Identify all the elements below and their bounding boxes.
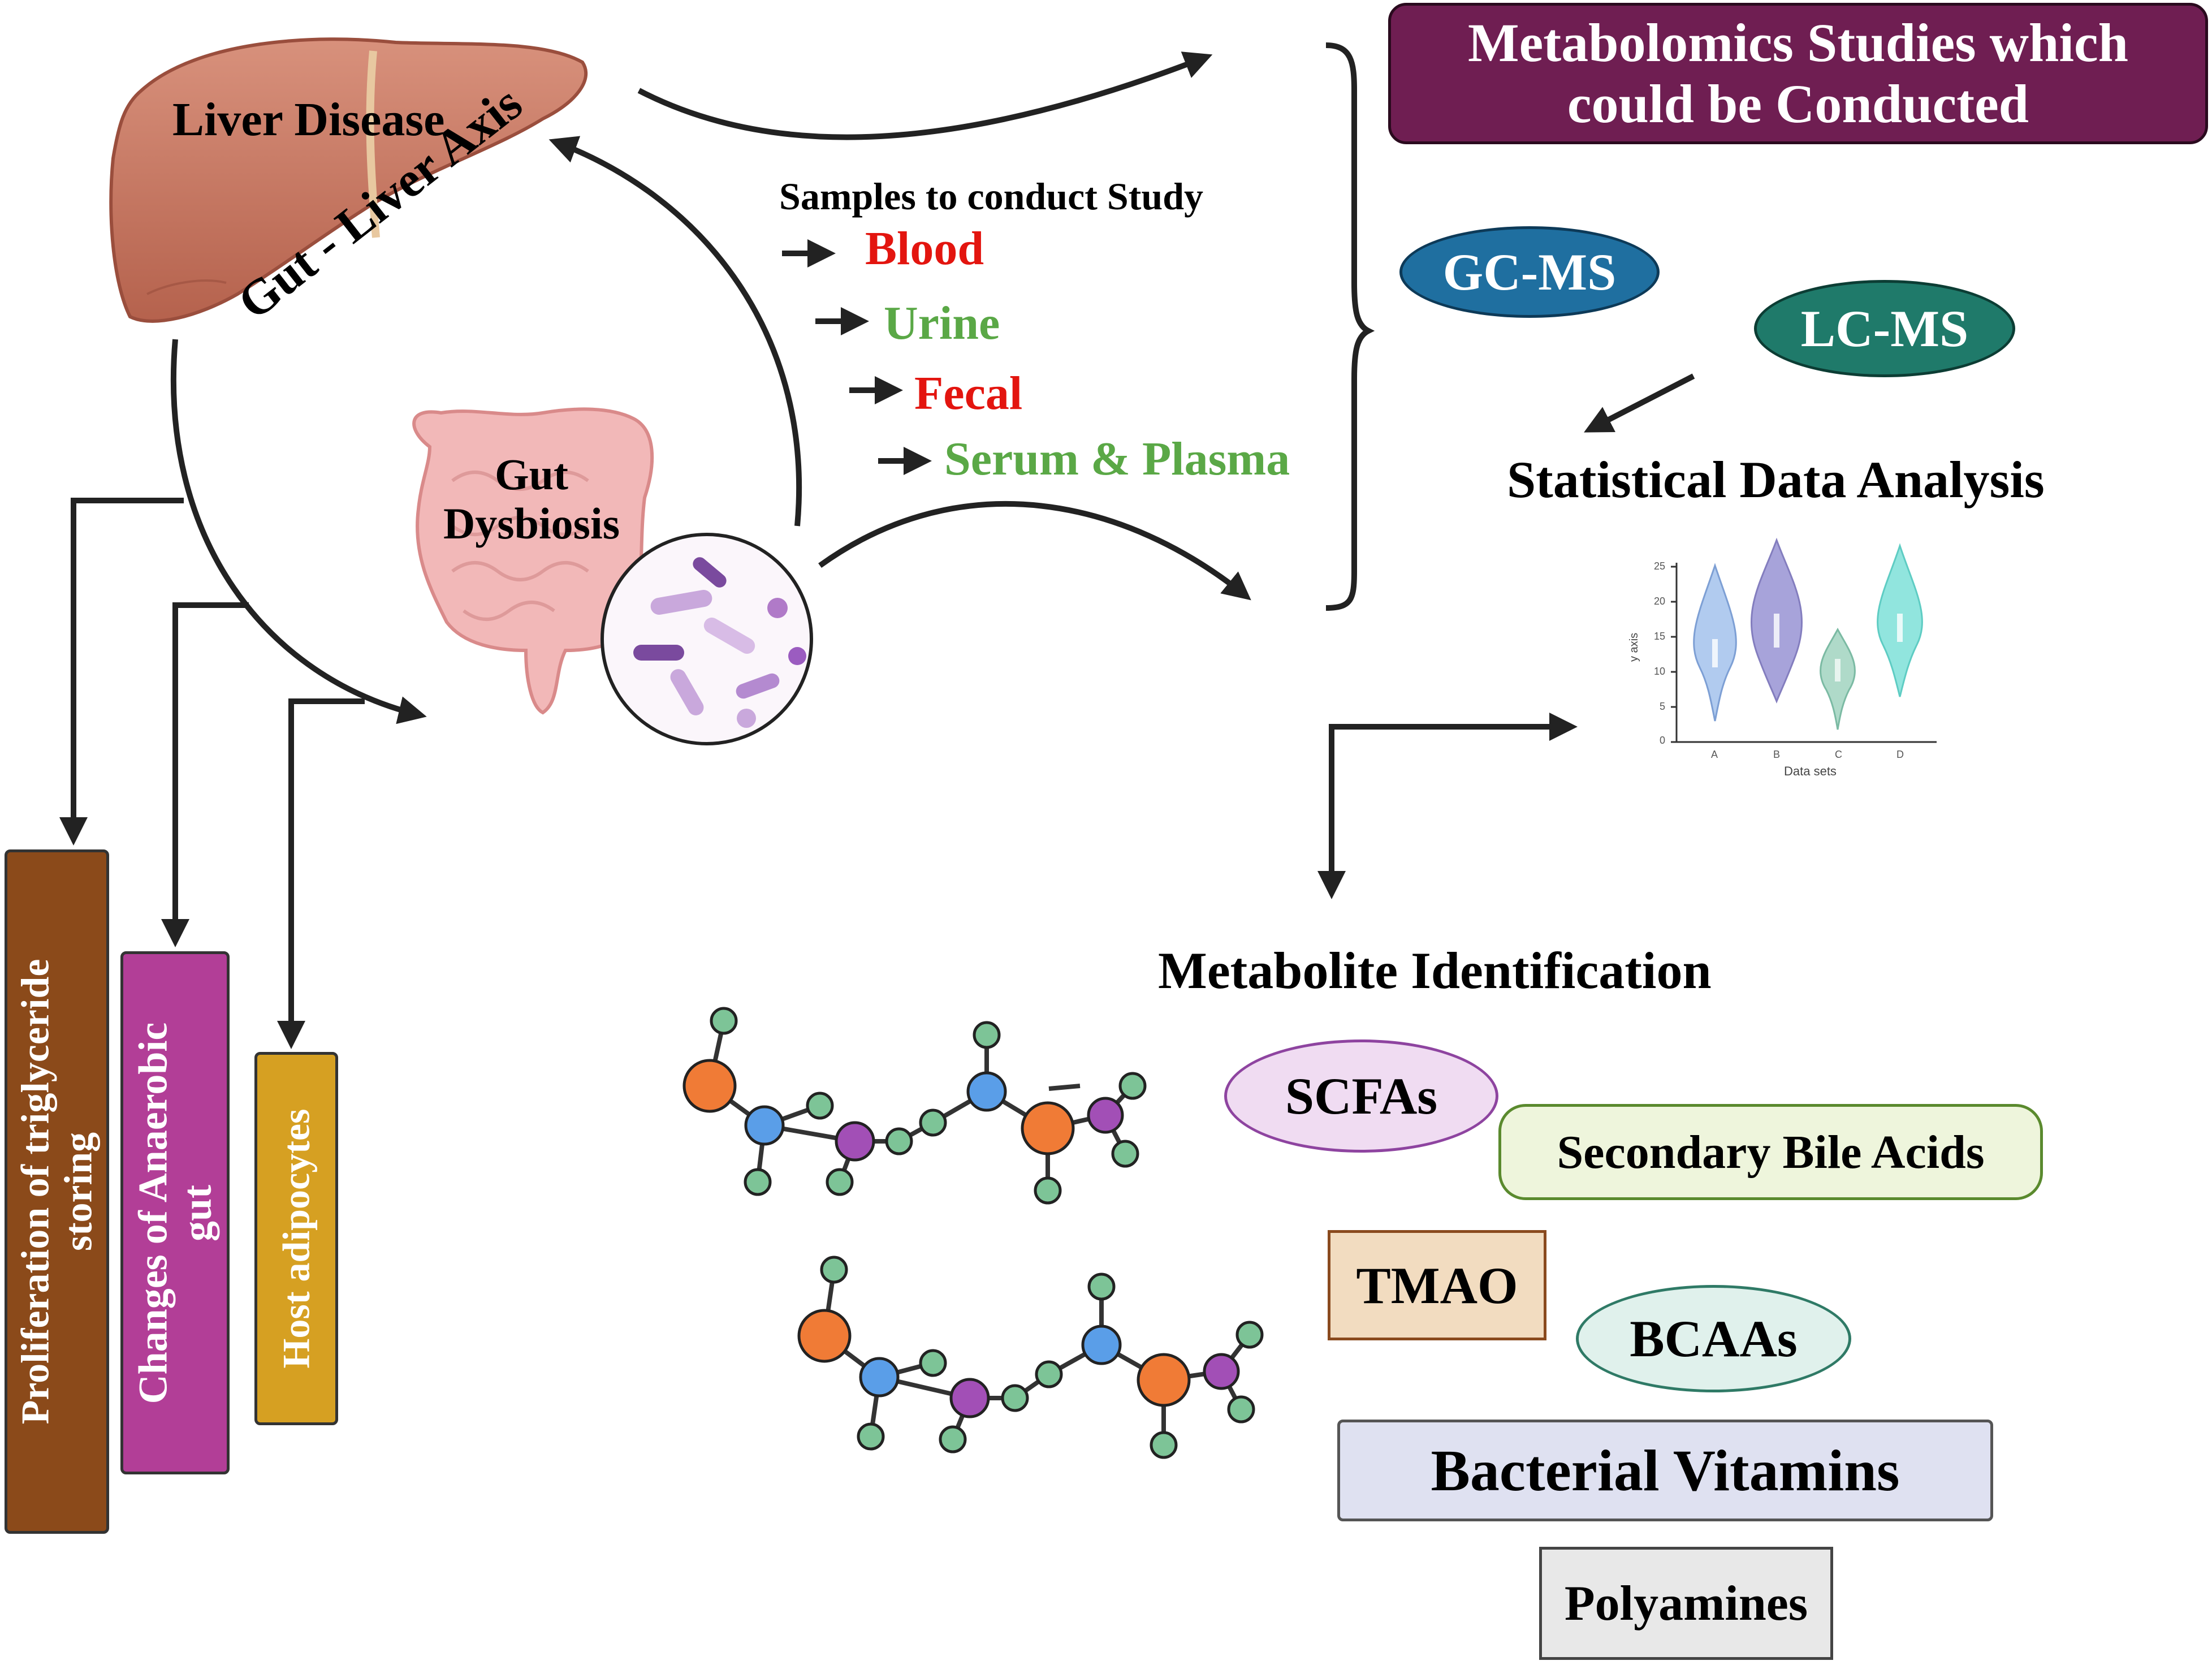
effect-box-triglyceride: Proliferation of triglyceride storing	[5, 849, 109, 1534]
bacterial-vitamins-badge: Bacterial Vitamins	[1337, 1420, 1993, 1521]
curly-bracket	[1325, 42, 1375, 611]
violin-chart	[1671, 537, 1937, 743]
lc-ms-label: LC-MS	[1800, 300, 1969, 357]
violin-ytick: 5	[1660, 701, 1666, 712]
arrow-gut-to-studies	[818, 501, 1251, 601]
violin-ytick: 15	[1654, 631, 1666, 642]
arrow-liver-to-studies	[637, 51, 1213, 140]
scfas-label: SCFAs	[1285, 1067, 1438, 1125]
effect-box-anaerobic-gut: Changes of Anaerobic gut	[120, 951, 230, 1474]
lc-ms-badge: LC-MS	[1754, 280, 2015, 377]
molecule-icon-2	[797, 1256, 1264, 1459]
sample-serum-plasma: Serum & Plasma	[944, 433, 1290, 485]
gc-ms-label: GC-MS	[1442, 243, 1617, 301]
arrow-gut-to-liver	[548, 136, 802, 527]
arrow-liver-to-gut	[170, 339, 427, 724]
violin-ytick: 0	[1660, 735, 1666, 746]
tmao-badge: TMAO	[1328, 1230, 1546, 1340]
gut-dysbiosis-label: Gut Dysbiosis	[443, 450, 620, 549]
polyamines-label: Polyamines	[1564, 1576, 1808, 1631]
violin-ytick: 10	[1654, 666, 1666, 677]
molecule-icon-1	[682, 1007, 1147, 1205]
sample-urine: Urine	[884, 297, 1000, 350]
effect-arrow-1	[59, 498, 184, 846]
polyamines-badge: Polyamines	[1539, 1547, 1833, 1660]
effect-arrow-2	[161, 602, 249, 947]
gc-ms-badge: GC-MS	[1399, 226, 1660, 318]
effect-arrow-3	[277, 698, 365, 1049]
tmao-label: TMAO	[1356, 1256, 1518, 1314]
bacterial-vitamins-label: Bacterial Vitamins	[1431, 1438, 1900, 1503]
metabolomics-header-box: Metabolomics Studies which could be Cond…	[1388, 3, 2208, 144]
violin-xtick: A	[1711, 749, 1718, 760]
liver-icon	[109, 37, 588, 323]
metabolomics-header-title: Metabolomics Studies which could be Cond…	[1467, 12, 2129, 134]
bcaas-label: BCAAs	[1630, 1310, 1798, 1368]
effect-box-host-adipocytes: Host adipocytes	[254, 1052, 338, 1425]
effect-label-host-adipocytes: Host adipocytes	[274, 1108, 318, 1369]
violin-ytick: 25	[1654, 560, 1666, 572]
arrow-to-analysis	[1584, 373, 1695, 433]
effect-label-anaerobic-gut: Changes of Anaerobic gut	[129, 1022, 219, 1404]
effect-label-triglyceride: Proliferation of triglyceride storing	[13, 959, 100, 1425]
secondary-bile-acids-label: Secondary Bile Acids	[1557, 1125, 1985, 1179]
statistical-analysis-label: Statistical Data Analysis	[1507, 451, 2045, 508]
scfas-badge: SCFAs	[1224, 1039, 1498, 1153]
violin-ytick: 20	[1654, 596, 1666, 607]
sample-fecal: Fecal	[914, 367, 1023, 420]
arrow-to-violin	[1329, 713, 1578, 882]
samples-heading: Samples to conduct Study	[779, 175, 1204, 218]
violin-ylabel: y axis	[1628, 632, 1640, 662]
sample-blood: Blood	[865, 222, 984, 275]
secondary-bile-acids-badge: Secondary Bile Acids	[1498, 1104, 2043, 1200]
violin-xtick: B	[1773, 749, 1781, 760]
metabolite-identification-label: Metabolite Identification	[1158, 942, 1712, 999]
violin-xlabel: Data sets	[1784, 764, 1837, 778]
liver-label: Liver Disease	[172, 93, 445, 146]
bcaas-badge: BCAAs	[1576, 1285, 1851, 1392]
bacteria-icon	[600, 533, 813, 745]
violin-xtick: D	[1896, 749, 1904, 760]
violin-xtick: C	[1835, 749, 1842, 760]
